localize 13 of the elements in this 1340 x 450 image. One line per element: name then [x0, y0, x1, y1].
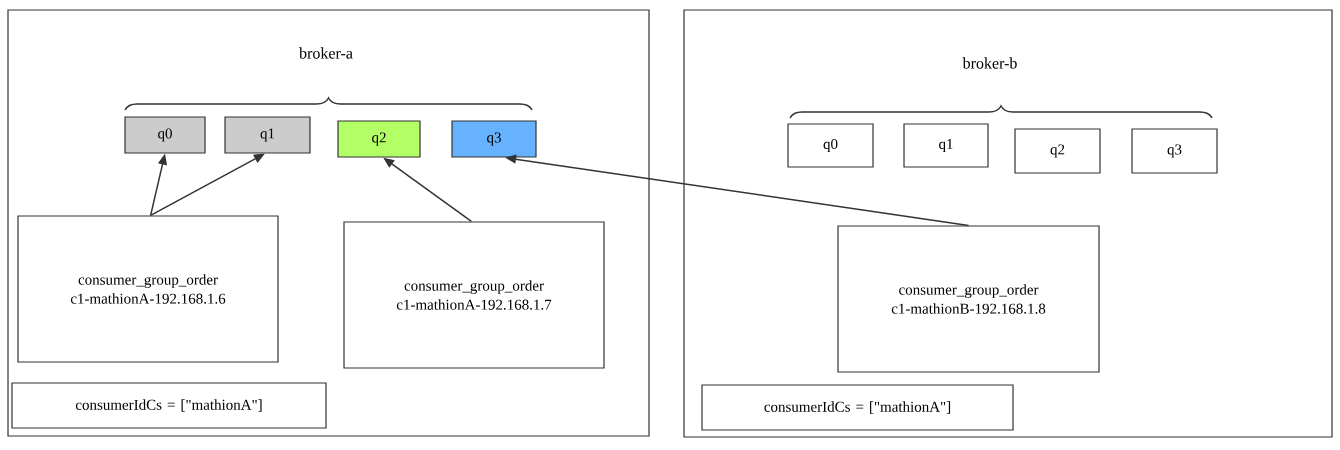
config-box: consumerIdCs = ["mathionA"]: [701, 384, 1014, 431]
queue-box: q1: [224, 116, 311, 154]
consumer-box: consumer_group_order c1-mathionA-192.168.1.6: [17, 215, 279, 363]
queue-box: q1: [903, 123, 989, 168]
queue-box: q0: [124, 116, 206, 154]
consumer-box: consumer_group_order c1-mathionA-192.168.1.7: [343, 221, 605, 369]
queue-box: q3: [1131, 128, 1218, 174]
config-box: consumerIdCs = ["mathionA"]: [11, 382, 327, 429]
queue-box: q2: [337, 120, 421, 158]
queue-box: q0: [787, 123, 874, 168]
queue-box: q3: [451, 120, 537, 158]
queue-box: q2: [1014, 128, 1101, 174]
consumer-box: consumer_group_order c1-mathionB-192.168.1.8: [837, 225, 1100, 373]
